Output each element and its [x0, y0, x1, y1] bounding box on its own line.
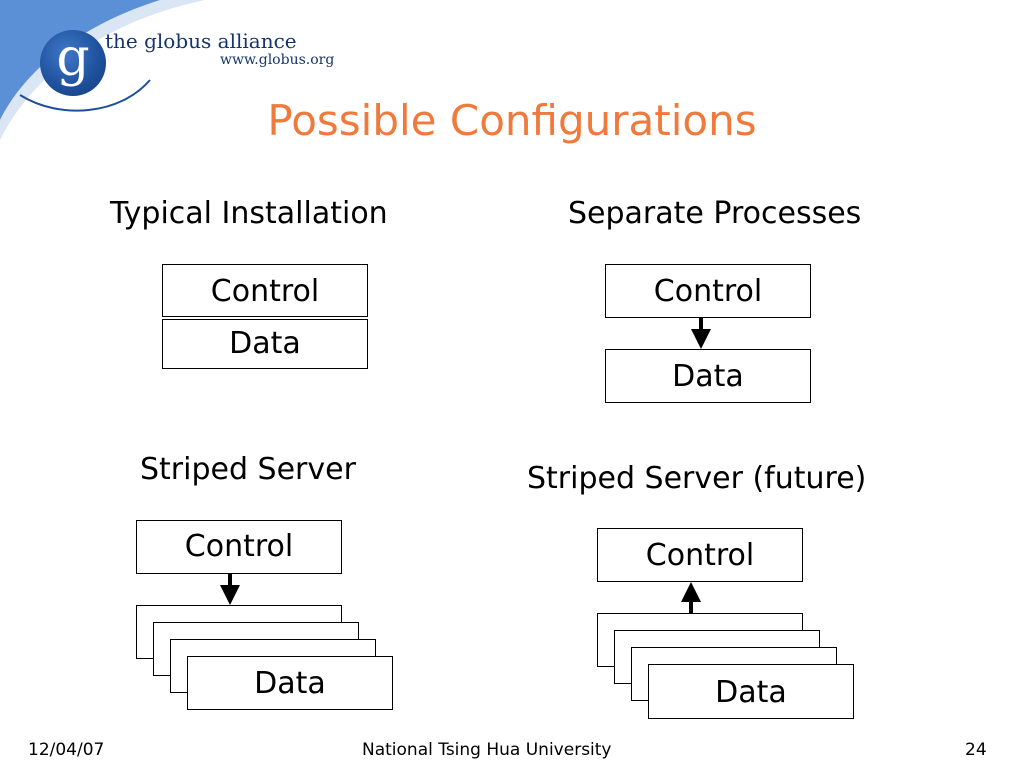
page-number: 24 [965, 740, 987, 760]
globus-logo-icon: g [40, 30, 106, 96]
typical-control-box: Control [162, 264, 368, 317]
slide-title: Possible Configurations [267, 96, 757, 145]
future-control-box: Control [597, 528, 803, 582]
header-swoosh [0, 0, 205, 140]
striped-server-heading: Striped Server [140, 452, 356, 487]
striped-data-box: Data [187, 656, 393, 710]
arrow-down-icon [691, 317, 711, 349]
separate-data-box: Data [605, 349, 811, 403]
logo-url: www.globus.org [220, 52, 335, 68]
future-data-box: Data [648, 664, 854, 719]
arrow-down-icon [220, 573, 240, 605]
striped-control-box: Control [136, 520, 342, 574]
typical-data-box: Data [162, 319, 368, 369]
footer-date: 12/04/07 [28, 740, 105, 760]
typical-installation-heading: Typical Installation [110, 196, 388, 231]
separate-processes-heading: Separate Processes [568, 196, 862, 231]
separate-control-box: Control [605, 264, 811, 318]
logo-name: the globus alliance [105, 29, 297, 53]
arrow-up-icon [681, 582, 701, 614]
striped-server-future-heading: Striped Server (future) [527, 461, 867, 496]
footer-institution: National Tsing Hua University [362, 740, 612, 760]
